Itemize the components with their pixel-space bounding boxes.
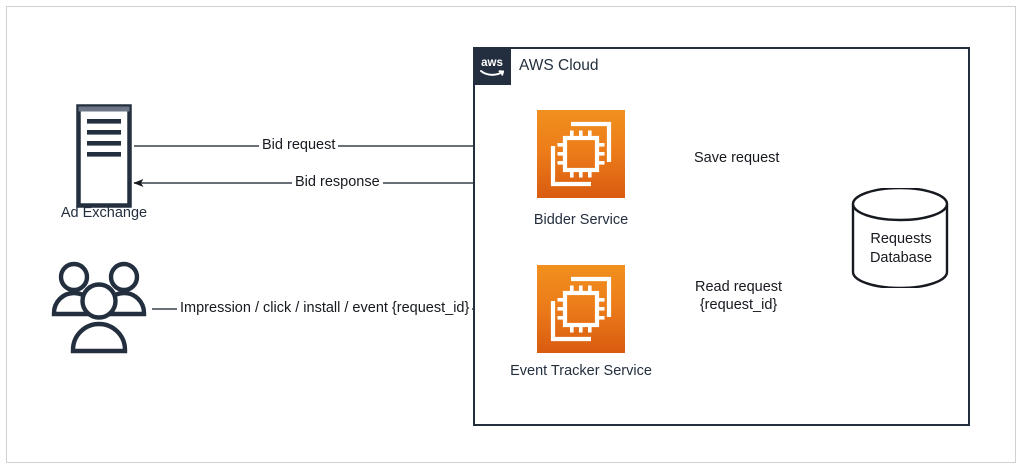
edge-label-bid-request: Bid request [259,137,339,154]
users-node [48,258,152,363]
db-label-line2: Database [869,250,933,266]
ec2-compute-icon [550,276,612,342]
ec2-compute-icon [550,121,612,187]
read-request-line2: {request_id} [699,297,778,313]
aws-cloud-title: AWS Cloud [519,57,599,74]
edge-label-impression-event: Impression / click / install / event {re… [177,300,473,317]
ad-exchange-label: Ad Exchange [60,205,148,221]
edge-label-save-request: Save request [691,150,783,167]
requests-database-label: Requests Database [853,230,949,268]
event-tracker-service-node [537,265,625,353]
read-request-line1: Read request [695,279,783,295]
svg-text:aws: aws [481,57,503,69]
users-group-icon [51,261,147,354]
aws-logo-glyph: aws [480,57,504,76]
edge-label-bid-response: Bid response [292,174,383,191]
requests-database-node [850,186,950,293]
server-icon [76,104,132,208]
outer-frame [6,6,1016,463]
ad-exchange-node [76,104,132,213]
db-label-line1: Requests [870,231,932,247]
bidder-service-label: Bidder Service [533,212,629,228]
event-tracker-service-label: Event Tracker Service [510,363,652,379]
database-cylinder-icon [851,186,949,290]
aws-logo-icon: aws [473,47,511,85]
bidder-service-node [537,110,625,198]
edge-label-read-request: Read request {request_id} [692,278,786,314]
